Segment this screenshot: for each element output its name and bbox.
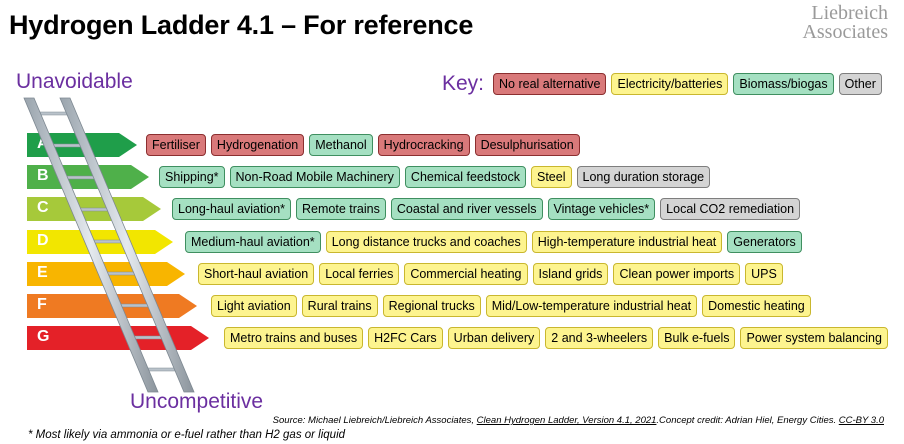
application-tag: Coastal and river vessels xyxy=(390,198,543,221)
application-tag: High-temperature industrial heat xyxy=(531,230,723,253)
application-tag: Rural trains xyxy=(301,295,378,317)
source-link-license[interactable]: CC-BY 3.0 xyxy=(838,415,884,426)
application-tag: Long distance trucks and coaches xyxy=(325,230,527,253)
application-tag: UPS xyxy=(745,262,783,285)
application-tag: Light aviation xyxy=(211,295,297,317)
application-tag: Methanol xyxy=(309,134,373,156)
application-tag: Clean power imports xyxy=(613,262,741,285)
legend-item-grey: Other xyxy=(838,73,882,95)
application-tag: Mid/Low-temperature industrial heat xyxy=(485,295,698,317)
application-tag: Local ferries xyxy=(319,262,400,285)
application-tag: Island grids xyxy=(532,262,609,285)
brand-line-1: Liebreich xyxy=(811,2,888,24)
application-tag: Short-haul aviation xyxy=(198,262,315,285)
grade-letter: E xyxy=(37,263,48,281)
grade-letter: F xyxy=(37,296,47,313)
brand-line-2: Associates xyxy=(802,21,888,43)
brand-logo: Liebreich Associates xyxy=(802,2,888,43)
source-middle: .Concept credit: Adrian Hiel, Energy Cit… xyxy=(656,415,839,426)
application-tag: Commercial heating xyxy=(404,262,528,285)
axis-label-bottom: Uncompetitive xyxy=(130,390,264,413)
application-tag: Generators xyxy=(727,230,802,253)
application-tag: Desulphurisation xyxy=(474,134,580,156)
application-tag: Hydrogenation xyxy=(210,134,305,156)
application-tag: Shipping* xyxy=(159,166,225,189)
source-prefix: Source: Michael Liebreich/Liebreich Asso… xyxy=(272,415,477,426)
ladder-rail-right xyxy=(59,97,195,393)
legend-item-yellow: Electricity/batteries xyxy=(611,73,729,95)
legend-item-red: No real alternative xyxy=(493,73,607,95)
application-tag: Hydrocracking xyxy=(377,134,470,156)
application-tag: Remote trains xyxy=(296,198,386,221)
grade-letter: D xyxy=(37,231,49,249)
application-tag: Fertiliser xyxy=(146,134,206,156)
page-title: Hydrogen Ladder 4.1 – For reference xyxy=(9,10,474,40)
ladder-rail-left xyxy=(23,97,159,393)
source-citation: Source: Michael Liebreich/Liebreich Asso… xyxy=(273,415,884,427)
footnote: * Most likely via ammonia or e-fuel rath… xyxy=(28,429,346,441)
application-tag: Chemical feedstock xyxy=(404,166,526,189)
application-tag: Vintage vehicles* xyxy=(547,198,656,221)
application-tag: Local CO2 remediation xyxy=(660,198,801,221)
grade-letter: B xyxy=(37,167,49,185)
source-link-ladder[interactable]: Clean Hydrogen Ladder, Version 4.1, 2021 xyxy=(476,415,657,426)
grade-row-d: Medium-haul aviation*Long distance truck… xyxy=(185,230,802,253)
grade-letter: G xyxy=(37,328,50,346)
application-tag: Long-haul aviation* xyxy=(172,198,292,221)
application-tag: 2 and 3-wheelers xyxy=(545,327,654,350)
application-tag: Long duration storage xyxy=(576,166,711,189)
application-tag: Metro trains and buses xyxy=(224,327,364,350)
application-tag: Non-Road Mobile Machinery xyxy=(229,166,400,189)
grade-letter: C xyxy=(37,199,49,217)
application-tag: Bulk e-fuels xyxy=(658,327,736,350)
application-tag: H2FC Cars xyxy=(368,327,443,350)
application-tag: Medium-haul aviation* xyxy=(185,230,321,253)
legend-title: Key: xyxy=(442,72,485,95)
legend-item-green: Biomass/biogas xyxy=(733,73,834,95)
application-tag: Power system balancing xyxy=(740,327,888,350)
application-tag: Steel xyxy=(531,166,572,189)
axis-label-top: Unavoidable xyxy=(16,70,133,93)
application-tag: Urban delivery xyxy=(447,327,541,350)
application-tag: Domestic heating xyxy=(702,295,811,317)
ladder-rungs xyxy=(34,111,180,372)
application-tag: Regional trucks xyxy=(382,295,481,317)
legend: Key: No real alternative Electricity/bat… xyxy=(442,72,882,96)
